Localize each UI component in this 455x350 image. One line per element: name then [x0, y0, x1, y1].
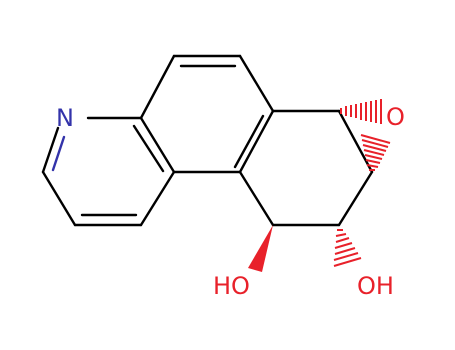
stereo-bonds [248, 99, 391, 272]
bond-c10-c10b [238, 170, 275, 227]
hashed-wedge-c8-o [360, 134, 391, 171]
atom-label-epoxide-o: O [386, 103, 405, 131]
bond-c8-c9 [337, 170, 374, 227]
bond-c4a-c8a [139, 116, 176, 174]
bond-c7-c8 [337, 109, 374, 174]
bond-n-c2-double [51, 135, 66, 172]
solid-wedge-c10-oh [248, 225, 273, 272]
atom-label-hydroxyl-left: HO [213, 272, 250, 300]
bond-lines [41, 54, 374, 227]
bond-c4a-c8a-double [132, 124, 165, 173]
atom-label-n: N [56, 104, 74, 132]
bond-c2-c3 [41, 170, 77, 227]
bond-c4-c4a [139, 170, 176, 227]
hashed-wedge-c9-oh [333, 229, 362, 267]
bond-c8a-c5 [139, 54, 176, 120]
bond-n-c2 [41, 126, 60, 174]
bond-c6a-c10b-double [233, 114, 265, 169]
atom-label-hydroxyl-right: OH [357, 272, 394, 300]
bond-c6-c6a [238, 54, 275, 113]
hashed-wedge-c7-o [340, 99, 382, 124]
bond-c6a-c10b [238, 109, 275, 174]
